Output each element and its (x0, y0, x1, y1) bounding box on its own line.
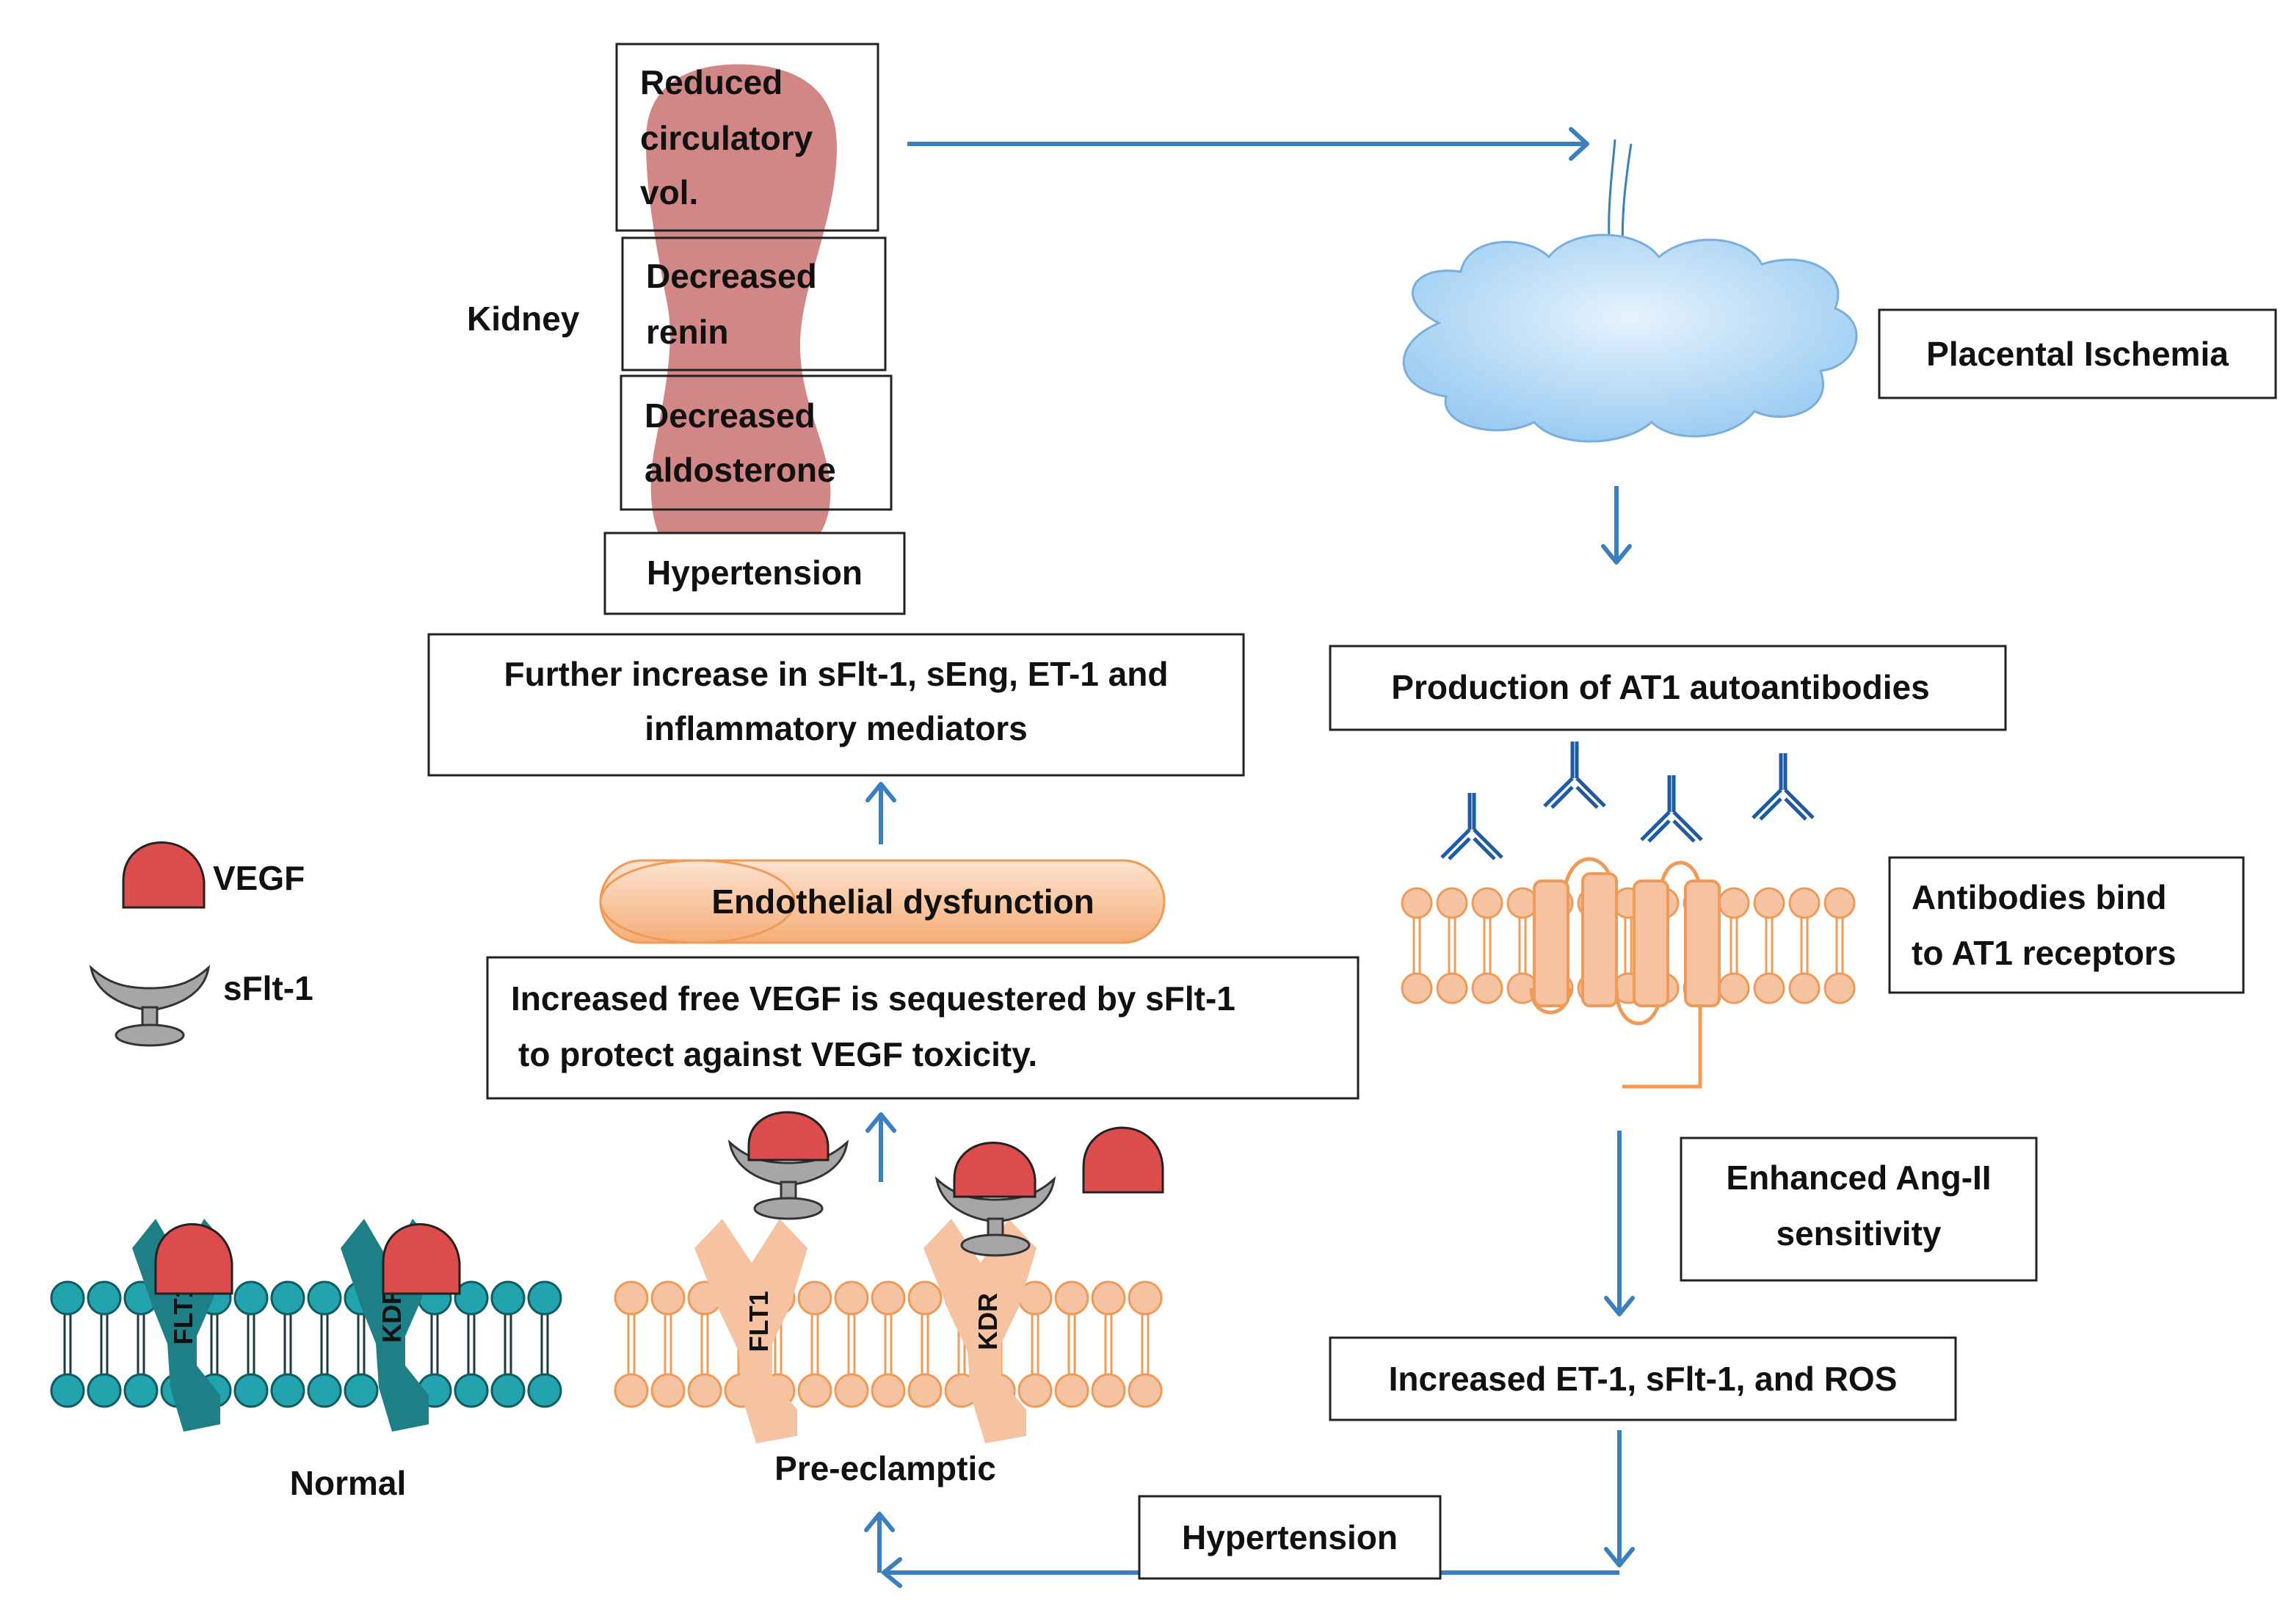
angii-line-1: Enhanced Ang-II (1726, 1159, 1991, 1197)
vegf-legend-icon (122, 841, 206, 909)
vegf-on-kdr-normal (382, 1223, 461, 1295)
further-increase-box: Further increase in sFlt-1, sEng, ET-1 a… (427, 633, 1245, 777)
at1-lipid (1823, 887, 1856, 1004)
arrow-down-to-bottom (1604, 1430, 1635, 1567)
normal-lipid (123, 1280, 159, 1408)
legend-sflt1: sFlt-1 (89, 964, 313, 1047)
pre-lipid (1128, 1280, 1163, 1408)
vegf-on-flt1-normal (154, 1223, 233, 1295)
aldosterone-line-1: Decreased (645, 396, 816, 435)
renin-line-2: renin (646, 313, 728, 351)
pre-lipid (614, 1280, 649, 1408)
kdr-normal-label: KDR (377, 1286, 407, 1343)
sflt1-bound-vegf-2 (934, 1142, 1056, 1257)
pre-lipid (907, 1280, 943, 1408)
reduced-line-2: circulatory (640, 119, 813, 157)
at1-lipid (1788, 887, 1821, 1004)
reduced-line-1: Reduced (640, 63, 783, 101)
preeclamptic-flt1-receptor: FLT1 (694, 1219, 807, 1443)
pre-lipid (1091, 1280, 1126, 1408)
autoantibodies (1440, 742, 1815, 860)
antibody-icon (1440, 793, 1503, 860)
pre-lipid (1054, 1280, 1089, 1408)
arrow-to-placenta (907, 127, 1589, 161)
hypertension-top-box: Hypertension (603, 532, 906, 615)
endothelial-label: Endothelial dysfunction (711, 882, 1094, 921)
at1-lipid (1506, 887, 1539, 1004)
increased-et1-label: Increased ET-1, sFlt-1, and ROS (1389, 1360, 1898, 1398)
further-line-2: inflammatory mediators (645, 709, 1027, 747)
enhanced-angii-box: Enhanced Ang-II sensitivity (1680, 1137, 2038, 1282)
placenta-cloud (1402, 233, 1858, 443)
sequestered-line-2: to protect against VEGF toxicity. (518, 1035, 1037, 1073)
normal-lipid (270, 1280, 305, 1408)
vegf-sequestered-box: Increased free VEGF is sequestered by sF… (486, 956, 1360, 1100)
normal-lipid (50, 1280, 85, 1408)
endothelial-dysfunction-pill: Endothelial dysfunction (599, 859, 1166, 944)
pre-lipid (1017, 1280, 1053, 1408)
antibody-icon (1752, 753, 1815, 821)
kidney-shape (646, 64, 837, 576)
at1-production-box: Production of AT1 autoantibodies (1329, 645, 2007, 731)
at1-receptor (1529, 857, 1721, 1089)
reduced-line-3: vol. (640, 173, 698, 211)
decreased-renin-box: Decreased renin (621, 236, 887, 371)
increased-et1-box: Increased ET-1, sFlt-1, and ROS (1329, 1336, 1957, 1421)
sflt1-legend-icon (89, 964, 211, 1047)
at1-lipid (1753, 887, 1785, 1004)
pre-lipid (834, 1280, 869, 1408)
at1-lipid (1436, 887, 1468, 1004)
normal-lipid (490, 1280, 526, 1408)
arrow-up-to-sequestered (865, 1112, 896, 1182)
pre-lipid (797, 1280, 832, 1408)
further-line-1: Further increase in sFlt-1, sEng, ET-1 a… (504, 655, 1169, 693)
kdr-pre-label: KDR (973, 1293, 1003, 1350)
normal-membrane (50, 1280, 562, 1408)
antibodies-bind-box: Antibodies bind to AT1 receptors (1888, 856, 2245, 994)
pre-lipid (871, 1280, 906, 1408)
at1-lipid (1718, 887, 1750, 1004)
normal-lipid (233, 1280, 269, 1408)
antibody-icon (1640, 775, 1703, 843)
aldosterone-line-2: aldosterone (645, 451, 836, 489)
normal-label: Normal (290, 1464, 406, 1502)
sequestered-line-1: Increased free VEGF is sequestered by sF… (511, 979, 1235, 1018)
normal-lipid (307, 1280, 342, 1408)
renin-line-1: Decreased (646, 257, 817, 295)
preeclamptic-kdr-receptor: KDR (923, 1219, 1037, 1443)
normal-lipid (454, 1280, 489, 1408)
hypertension-bottom-box: Hypertension (1138, 1495, 1442, 1580)
normal-lipid (417, 1280, 452, 1408)
legend-sflt-label: sFlt-1 (223, 969, 313, 1007)
antibodies-bind-line-1: Antibodies bind (1912, 878, 2167, 916)
at1-lipid (1401, 887, 1433, 1004)
preeclamptic-label: Pre-eclamptic (774, 1449, 996, 1487)
flt1-pre-label: FLT1 (744, 1291, 774, 1352)
legend-vegf: VEGF (122, 841, 305, 909)
kidney-label: Kidney (467, 300, 580, 338)
arrow-down-to-increased-et1 (1604, 1131, 1635, 1316)
hypertension-top-label: Hypertension (647, 554, 863, 592)
preeclamptic-membrane (614, 1280, 1163, 1408)
decreased-aldosterone-box: Decreased aldosterone (620, 374, 893, 511)
placental-ischemia-label: Placental Ischemia (1926, 335, 2229, 373)
pre-lipid (687, 1280, 722, 1408)
normal-lipid (527, 1280, 562, 1408)
normal-lipid (87, 1280, 122, 1408)
placental-ischemia-box: Placental Ischemia (1878, 308, 2277, 399)
free-vegf (1082, 1126, 1164, 1194)
pre-lipid (650, 1280, 686, 1408)
angii-line-2: sensitivity (1776, 1214, 1942, 1253)
at1-lipid (1471, 887, 1503, 1004)
legend-vegf-label: VEGF (213, 859, 305, 897)
antibodies-bind-line-2: to AT1 receptors (1912, 934, 2176, 972)
hypertension-bottom-label: Hypertension (1182, 1518, 1398, 1556)
arrow-down-to-at1-production (1601, 486, 1632, 565)
at1-production-label: Production of AT1 autoantibodies (1391, 668, 1929, 706)
arrow-up-to-further (865, 782, 896, 844)
sflt1-bound-vegf-1 (727, 1111, 849, 1220)
antibody-icon (1543, 742, 1606, 809)
reduced-circulatory-volume-box: Reduced circulatory vol. (615, 43, 879, 232)
at1-receptor-membrane (1401, 887, 1856, 1004)
